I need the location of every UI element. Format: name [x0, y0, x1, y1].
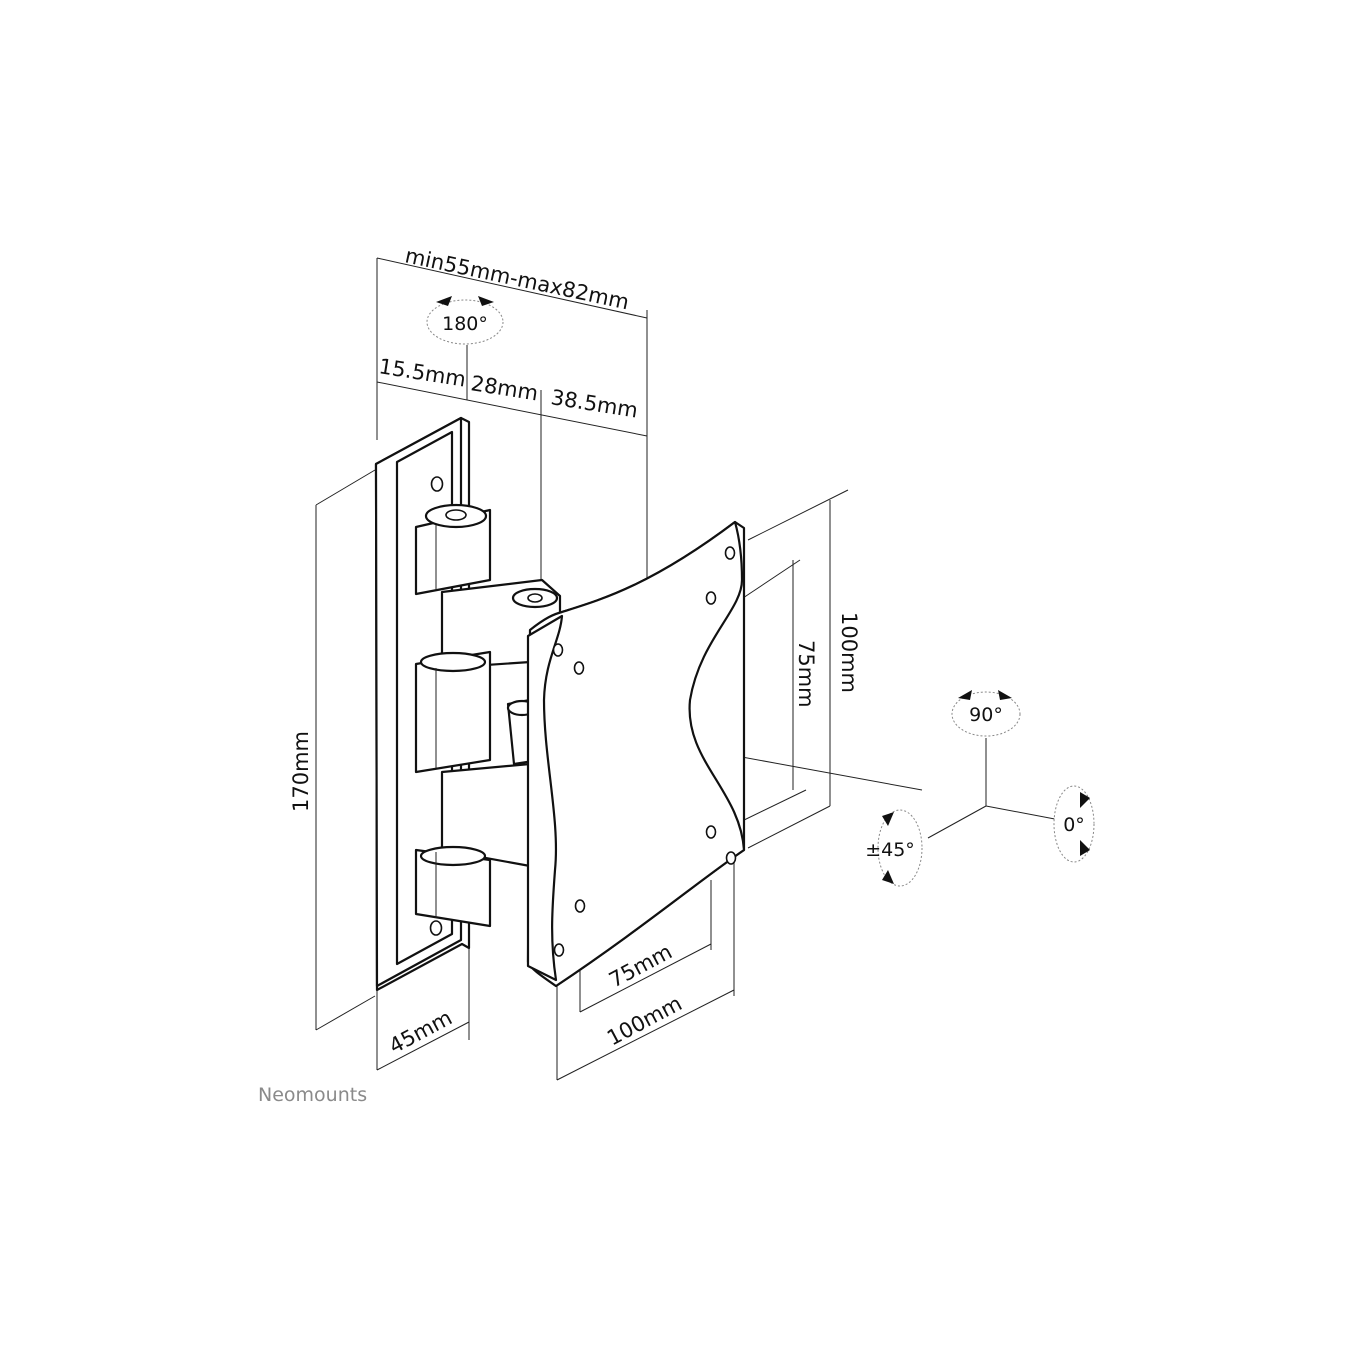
brand-logo: Neomounts: [258, 1084, 367, 1106]
vesa-hole-2: [705, 591, 717, 605]
wall-plate-hole-top: [430, 476, 444, 492]
label-total-depth: min55mm-max82mm: [403, 243, 631, 314]
dimension-lines: [315, 257, 1061, 1081]
angle-tilt: 90°: [969, 704, 1003, 726]
arrow-right-icon: [998, 690, 1012, 700]
vesa-hole-6: [725, 851, 737, 865]
angle-swivel: 180°: [442, 313, 488, 335]
vesa-hole-8: [553, 943, 565, 957]
level-badge: 0°: [1053, 785, 1095, 863]
arrow-up-icon: [1080, 792, 1090, 808]
arrow-left-icon: [436, 296, 452, 306]
angle-rotate: ±45°: [865, 839, 915, 861]
vesa-plate: [526, 520, 746, 988]
angle-level: 0°: [1063, 814, 1085, 836]
label-seg-1: 15.5mm: [377, 354, 467, 391]
swivel-badge: 180°: [426, 296, 504, 345]
vesa-hole-5: [705, 825, 717, 839]
wall-plate-hole-bottom: [429, 920, 443, 936]
tilt-badge: 90°: [951, 690, 1021, 737]
label-seg-2: 28mm: [469, 371, 540, 405]
vesa-hole-4: [573, 661, 585, 675]
label-seg-3: 38.5mm: [549, 385, 639, 422]
label-width: 45mm: [385, 1005, 456, 1058]
arrow-left-icon: [958, 690, 972, 700]
arrow-up-icon: [882, 812, 894, 826]
arrow-down-icon: [1080, 840, 1090, 856]
label-vesa-h-small: 75mm: [605, 939, 676, 992]
vesa-hole-3: [552, 643, 564, 657]
arrow-down-icon: [882, 870, 894, 884]
label-height: 170mm: [289, 731, 313, 812]
arrow-right-icon: [478, 296, 494, 306]
vesa-hole-1: [724, 546, 736, 560]
vesa-hole-7: [574, 899, 586, 913]
rotate-badge: ±45°: [865, 809, 923, 887]
label-vesa-v-large: 100mm: [837, 612, 861, 693]
arm-screw-icon: [527, 593, 543, 603]
label-vesa-v-small: 75mm: [794, 640, 818, 708]
hex-screw-icon: [445, 509, 467, 521]
